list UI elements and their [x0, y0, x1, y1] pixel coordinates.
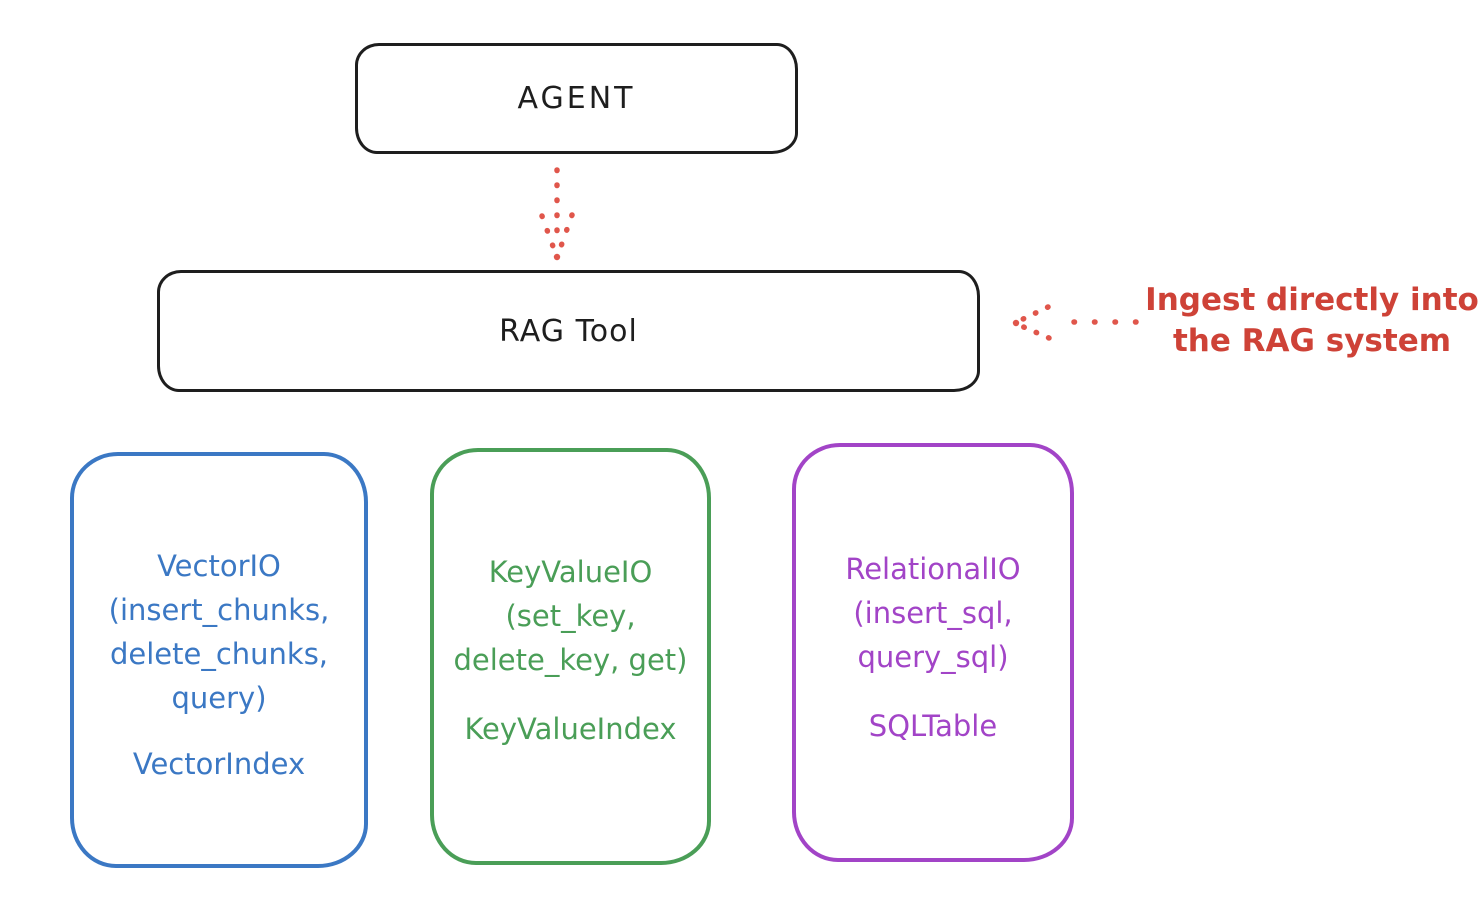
sql-table-label: SQLTable — [868, 709, 998, 743]
spacer — [434, 682, 707, 707]
relational-io-title: RelationalIO — [845, 552, 1021, 586]
key-value-io-node: KeyValueIO (set_key, delete_key, get) Ke… — [430, 448, 711, 865]
vector-io-title: VectorIO — [157, 549, 281, 583]
agent-label: AGENT — [517, 81, 636, 116]
vector-io-methods-line: (insert_chunks, — [108, 593, 330, 627]
ingest-annotation: Ingest directly into the RAG system — [1138, 280, 1484, 362]
agent-node: AGENT — [355, 43, 798, 154]
ingest-annotation-line-2: the RAG system — [1172, 323, 1452, 359]
agent-to-rag-arrow — [539, 167, 575, 261]
key-value-io-title: KeyValueIO — [488, 555, 653, 589]
rag-tool-node: RAG Tool — [157, 270, 980, 392]
key-value-io-methods-line: delete_key, get) — [453, 643, 688, 677]
key-value-io-methods-line: (set_key, — [505, 599, 636, 633]
relational-io-methods-line: query_sql) — [857, 640, 1009, 674]
ingest-arrow — [1012, 304, 1139, 341]
vector-io-methods-line: delete_chunks, — [109, 637, 329, 671]
ingest-annotation-line-1: Ingest directly into — [1145, 282, 1479, 318]
vector-io-methods-line: query) — [171, 681, 267, 715]
relational-io-methods-line: (insert_sql, — [853, 596, 1013, 630]
vector-index-label: VectorIndex — [132, 747, 306, 781]
rag-tool-label: RAG Tool — [499, 313, 638, 349]
vector-io-node: VectorIO (insert_chunks, delete_chunks, … — [70, 452, 368, 868]
spacer — [74, 720, 364, 742]
spacer — [796, 679, 1070, 704]
relational-io-node: RelationalIO (insert_sql, query_sql) SQL… — [792, 443, 1074, 862]
key-value-index-label: KeyValueIndex — [464, 712, 677, 746]
